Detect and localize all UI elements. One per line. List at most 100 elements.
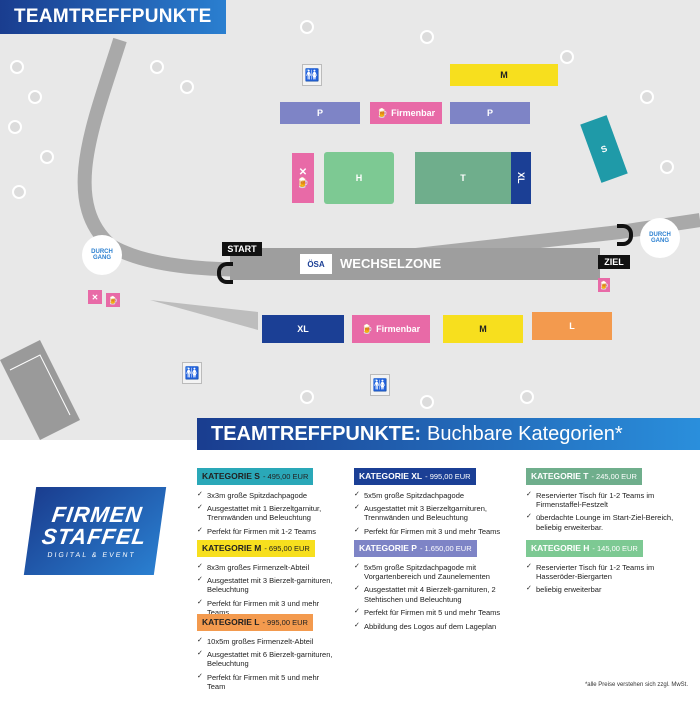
tree-icon bbox=[660, 160, 674, 174]
zone-xl-bottom[interactable]: XL bbox=[262, 315, 344, 343]
tree-icon bbox=[8, 120, 22, 134]
category-price: - 495,00 EUR bbox=[262, 472, 309, 481]
price-footnote: *alle Preise verstehen sich zzgl. MwSt. bbox=[584, 682, 688, 688]
firmenstaffel-logo: FIRMEN STAFFEL DIGITAL & EVENT bbox=[23, 487, 167, 575]
beer-icon: 🍺 bbox=[296, 178, 310, 189]
category-t: KATEGORIE T- 245,00 EUR Reservierter Tis… bbox=[526, 468, 691, 536]
banner-bold: TEAMTREFFPUNKTE: bbox=[211, 422, 421, 445]
start-marker: START bbox=[222, 242, 262, 256]
zone-xl-top[interactable]: XL bbox=[511, 152, 531, 204]
list-item: Reservierter Tisch für 1-2 Teams im Hass… bbox=[526, 563, 691, 582]
beer-icon: 🍺 bbox=[361, 323, 374, 334]
list-item: überdachte Lounge im Start-Ziel-Bereich,… bbox=[526, 513, 691, 532]
firmenbar-label: Firmenbar bbox=[376, 324, 421, 334]
durchgang-right: DURCH GANG bbox=[640, 218, 680, 258]
zone-h[interactable]: H bbox=[324, 152, 394, 204]
list-item: Perfekt für Firmen mit 3 und mehr Teams bbox=[197, 599, 337, 618]
category-xl: KATEGORIE XL- 995,00 EUR 5x5m große Spit… bbox=[354, 468, 514, 540]
list-item: Perfekt für Firmen mit 1-2 Teams bbox=[197, 527, 337, 536]
list-item: Perfekt für Firmen mit 3 und mehr Teams bbox=[354, 527, 514, 536]
beer-icon: 🍺 bbox=[376, 107, 389, 118]
page-title: TEAMTREFFPUNKTE bbox=[0, 0, 226, 34]
zone-firmenbar-top[interactable]: 🍺 Firmenbar bbox=[370, 102, 442, 124]
category-label: KATEGORIE P bbox=[359, 543, 417, 553]
zone-food-pink[interactable]: ✕ 🍺 bbox=[292, 153, 314, 203]
category-s: KATEGORIE S- 495,00 EUR 3x3m große Spitz… bbox=[197, 468, 337, 540]
tree-icon bbox=[40, 150, 54, 164]
tree-icon bbox=[420, 30, 434, 44]
list-item: 10x5m großes Firmenzelt-Abteil bbox=[197, 637, 337, 646]
category-price: - 145,00 EUR bbox=[592, 544, 638, 553]
zone-p-right[interactable]: P bbox=[450, 102, 530, 124]
zone-m-top[interactable]: M bbox=[450, 64, 558, 86]
zone-m-bottom[interactable]: M bbox=[443, 315, 523, 343]
category-label: KATEGORIE H bbox=[531, 543, 590, 553]
category-price: - 695,00 EUR bbox=[264, 544, 310, 553]
logo-line1: FIRMEN bbox=[50, 501, 145, 527]
banner-rest: Buchbare Kategorien* bbox=[426, 422, 623, 445]
category-h-header: KATEGORIE H- 145,00 EUR bbox=[526, 540, 643, 557]
ziel-marker: ZIEL bbox=[598, 255, 630, 269]
category-label: KATEGORIE M bbox=[202, 543, 262, 553]
beer-icon: 🍺 bbox=[598, 278, 610, 292]
category-h: KATEGORIE H- 145,00 EUR Reservierter Tis… bbox=[526, 540, 691, 599]
list-item: Ausgestattet mit 3 Bierzelt-garnituren, … bbox=[197, 576, 337, 595]
list-item: Perfekt für Firmen mit 5 und mehr Teams bbox=[354, 608, 519, 617]
list-item: beliebig erweiterbar bbox=[526, 585, 691, 594]
list-item: Perfekt für Firmen mit 5 und mehr Team bbox=[197, 673, 337, 692]
tree-icon bbox=[300, 390, 314, 404]
cutlery-icon: ✕ bbox=[298, 167, 308, 178]
category-t-header: KATEGORIE T- 245,00 EUR bbox=[526, 468, 642, 485]
logo-line2: STAFFEL bbox=[40, 523, 149, 549]
wechselzone-label: WECHSELZONE bbox=[340, 256, 442, 271]
category-l: KATEGORIE L- 995,00 EUR 10x5m großes Fir… bbox=[197, 614, 337, 696]
tree-icon bbox=[420, 395, 434, 409]
zone-l-bottom[interactable]: L bbox=[532, 312, 612, 340]
firmenbar-label: Firmenbar bbox=[391, 108, 436, 118]
wechselzone-area bbox=[230, 248, 600, 280]
category-label: KATEGORIE T bbox=[531, 471, 589, 481]
list-item: 3x3m große Spitzdachpagode bbox=[197, 491, 337, 500]
list-item: 5x5m große Spitzdachpagode mit Vorgarten… bbox=[354, 563, 519, 582]
tree-icon bbox=[10, 60, 24, 74]
zone-p-left[interactable]: P bbox=[280, 102, 360, 124]
list-item: Ausgestattet mit 6 Bierzelt-garnituren, … bbox=[197, 650, 337, 669]
beer-icon: 🍺 bbox=[106, 293, 120, 307]
durchgang-left: DURCH GANG bbox=[82, 235, 122, 275]
categories-banner: TEAMTREFFPUNKTE: Buchbare Kategorien* bbox=[197, 418, 700, 450]
ziel-gate-icon bbox=[617, 224, 633, 246]
tree-icon bbox=[520, 390, 534, 404]
track-path bbox=[77, 37, 700, 330]
category-m-header: KATEGORIE M- 695,00 EUR bbox=[197, 540, 315, 557]
toilet-icon: 🚻 bbox=[182, 362, 202, 384]
grandstand bbox=[0, 340, 80, 440]
start-gate-icon bbox=[217, 262, 233, 284]
zone-firmenbar-bottom[interactable]: 🍺 Firmenbar bbox=[352, 315, 430, 343]
site-map: ÖSA WECHSELZONE M P 🍺 Firmenbar P 🚻 ✕ 🍺 … bbox=[0, 0, 700, 440]
cutlery-icon: ✕ bbox=[88, 290, 102, 304]
category-label: KATEGORIE XL bbox=[359, 471, 423, 481]
category-l-header: KATEGORIE L- 995,00 EUR bbox=[197, 614, 313, 631]
list-item: Ausgestattet mit 3 Bierzeltgarnituren, T… bbox=[354, 504, 514, 523]
tree-icon bbox=[12, 185, 26, 199]
list-item: Abbildung des Logos auf dem Lageplan bbox=[354, 622, 519, 631]
category-p: KATEGORIE P- 1.650,00 EUR 5x5m große Spi… bbox=[354, 540, 519, 635]
category-p-header: KATEGORIE P- 1.650,00 EUR bbox=[354, 540, 477, 557]
list-item: Ausgestattet mit 1 Bierzeltgarnitur, Tre… bbox=[197, 504, 337, 523]
tree-icon bbox=[150, 60, 164, 74]
toilet-icon: 🚻 bbox=[302, 64, 322, 86]
list-item: 5x5m große Spitzdachpagode bbox=[354, 491, 514, 500]
list-item: Reservierter Tisch für 1-2 Teams im Firm… bbox=[526, 491, 691, 510]
category-s-header: KATEGORIE S- 495,00 EUR bbox=[197, 468, 314, 485]
tree-icon bbox=[300, 20, 314, 34]
category-label: KATEGORIE S bbox=[202, 471, 260, 481]
tree-icon bbox=[180, 80, 194, 94]
category-price: - 995,00 EUR bbox=[425, 472, 471, 481]
category-price: - 1.650,00 EUR bbox=[419, 544, 472, 553]
toilet-icon: 🚻 bbox=[370, 374, 390, 396]
category-label: KATEGORIE L bbox=[202, 617, 260, 627]
category-m: KATEGORIE M- 695,00 EUR 8x3m großes Firm… bbox=[197, 540, 337, 622]
list-item: 8x3m großes Firmenzelt-Abteil bbox=[197, 563, 337, 572]
category-xl-header: KATEGORIE XL- 995,00 EUR bbox=[354, 468, 476, 485]
zone-t[interactable]: T bbox=[415, 152, 511, 204]
